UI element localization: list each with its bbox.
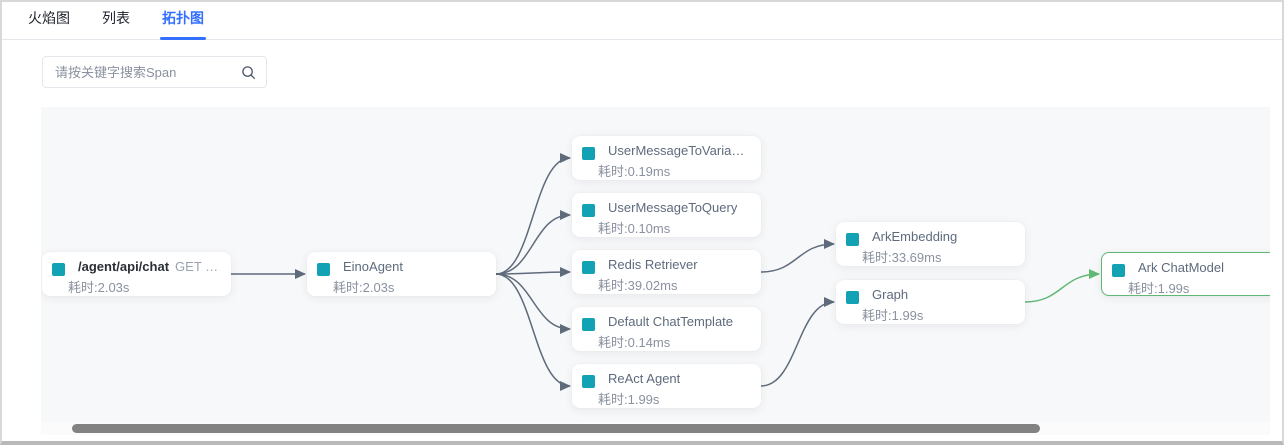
span-type-icon [52,263,65,276]
edge-eino-to-redis [495,266,572,278]
span-type-icon [582,375,595,388]
tab-flame-graph[interactable]: 火焰图 [28,10,70,26]
span-type-icon [317,263,330,276]
node-title: Redis Retriever [608,257,698,272]
tab-topology[interactable]: 拓扑图 [160,8,206,40]
horizontal-scrollbar-thumb[interactable] [72,424,1040,433]
search-row [2,40,1282,88]
span-type-icon [582,204,595,217]
node-duration: 耗时:33.69ms [862,250,942,265]
node-title: Graph [872,287,909,302]
node-duration: 耗时:2.03s [68,280,130,295]
topology-node-arkemb[interactable]: ArkEmbedding 耗时:33.69ms [836,222,1025,266]
edge-eino-to-umq [495,209,572,275]
edge-react-to-graph [760,296,836,387]
topology-canvas[interactable]: /agent/api/chat GET /agent/… 耗时:2.03s Ei… [41,107,1270,422]
topology-node-graph[interactable]: Graph 耗时:1.99s [836,280,1025,324]
node-duration: 耗时:1.99s [862,308,924,323]
edge-graph-to-arkchat [1024,268,1101,303]
node-title: Ark ChatModel [1138,260,1224,275]
node-title: EinoAgent [343,259,403,274]
span-type-icon [846,291,859,304]
node-duration: 耗时:39.02ms [598,278,678,293]
topology-node-redis[interactable]: Redis Retriever 耗时:39.02ms [572,250,761,294]
view-tabbar: 火焰图 列表 拓扑图 [2,2,1282,40]
node-title: /agent/api/chat [78,259,170,274]
edge-eino-to-react [495,273,572,392]
node-duration: 耗时:0.10ms [598,221,671,236]
node-duration: 耗时:0.19ms [598,164,671,179]
node-title: ReAct Agent [608,371,681,386]
span-search-box[interactable] [42,56,267,88]
node-title: UserMessageToVariables [608,143,751,158]
span-search-input[interactable] [55,64,241,80]
node-duration: 耗时:0.14ms [598,335,671,350]
topology-node-eino[interactable]: EinoAgent 耗时:2.03s [307,252,496,296]
horizontal-scrollbar-track[interactable] [41,422,1270,435]
node-duration: 耗时:2.03s [333,280,395,295]
topology-edges [231,152,1101,392]
edge-eino-to-umv [495,152,572,275]
tab-list[interactable]: 列表 [102,10,130,26]
span-type-icon [582,318,595,331]
node-title: Default ChatTemplate [608,314,734,329]
node-title: UserMessageToQuery [608,200,738,215]
node-subtitle: GET /agent/… [175,259,221,274]
edge-redis-to-arkemb [760,238,836,273]
span-type-icon [1112,264,1125,277]
node-duration: 耗时:1.99s [598,392,660,407]
node-title: ArkEmbedding [872,229,958,244]
topology-node-arkchat[interactable]: Ark ChatModel 耗时:1.99s [1101,252,1270,296]
topology-node-dct[interactable]: Default ChatTemplate 耗时:0.14ms [572,307,761,351]
topology-node-umv[interactable]: UserMessageToVariables 耗时:0.19ms [572,136,761,180]
edge-eino-to-dct [495,273,572,335]
span-type-icon [582,147,595,160]
topology-node-react[interactable]: ReAct Agent 耗时:1.99s [572,364,761,408]
topology-node-umq[interactable]: UserMessageToQuery 耗时:0.10ms [572,193,761,237]
search-icon[interactable] [241,65,256,80]
topology-node-chat[interactable]: /agent/api/chat GET /agent/… 耗时:2.03s [42,252,231,296]
node-duration: 耗时:1.99s [1128,281,1190,296]
span-type-icon [846,233,859,246]
span-type-icon [582,261,595,274]
